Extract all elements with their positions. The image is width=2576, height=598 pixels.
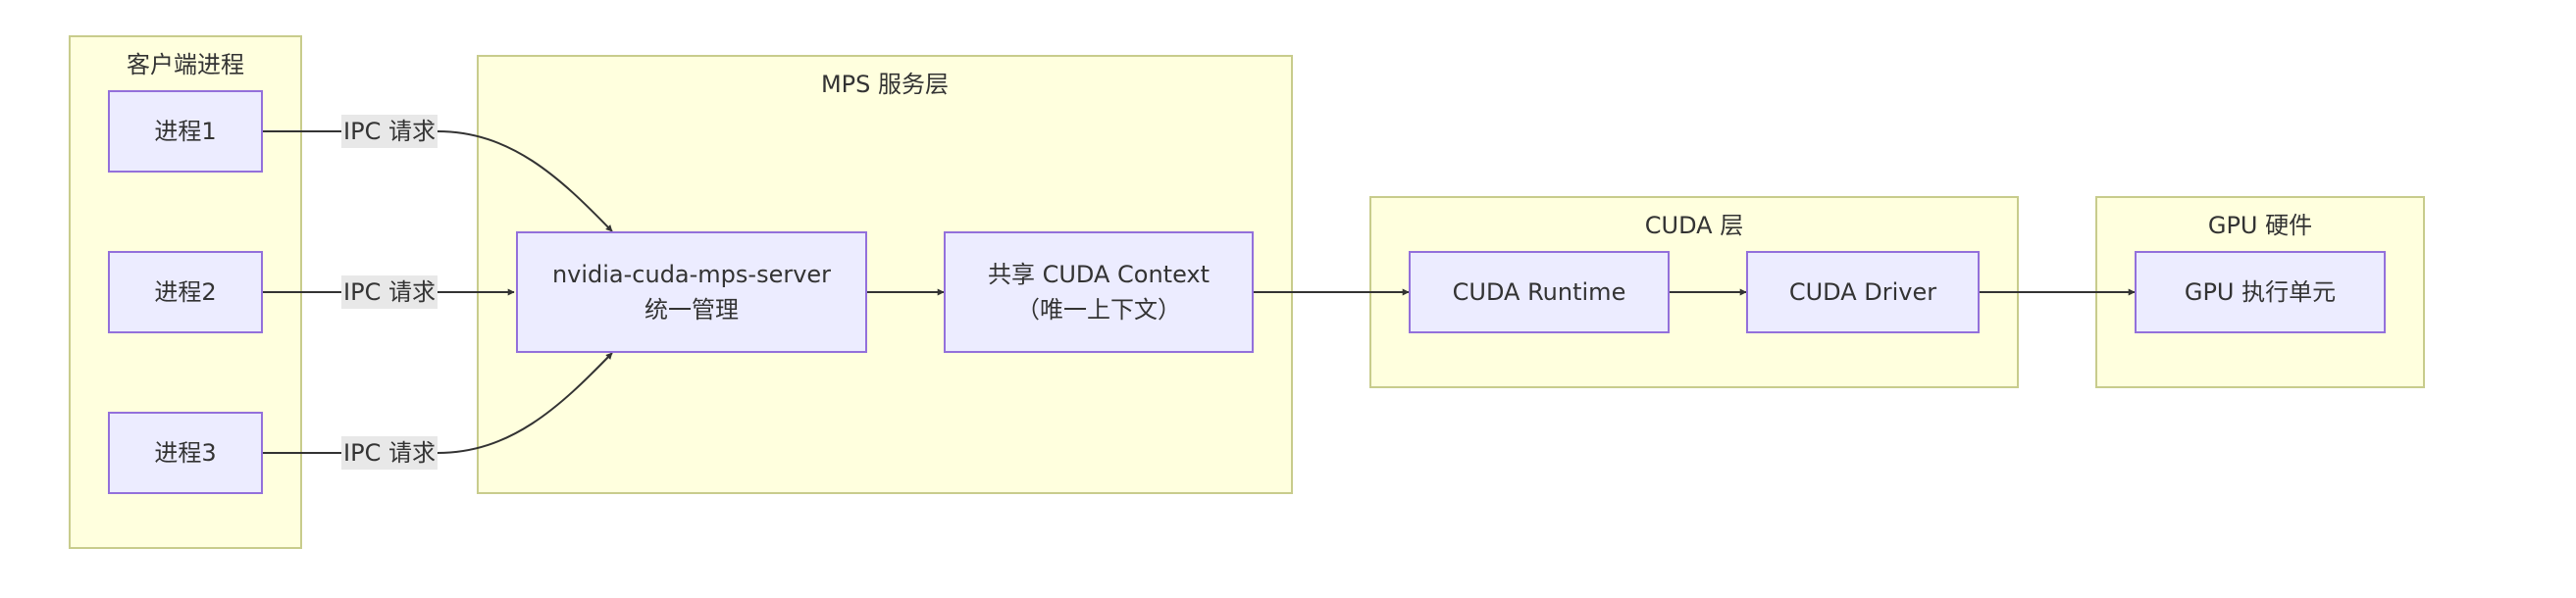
edge-label-ipc-request-2: IPC 请求	[341, 275, 438, 309]
edge-label-ipc-request-1: IPC 请求	[341, 115, 438, 148]
node-process-2[interactable]: 进程2	[108, 251, 263, 333]
node-cuda-runtime-label: CUDA Runtime	[1452, 278, 1626, 306]
node-shared-cuda-context-line1: 共享 CUDA Context	[987, 261, 1211, 288]
cluster-gpu-hardware-title: GPU 硬件	[2207, 212, 2313, 239]
node-cuda-runtime[interactable]: CUDA Runtime	[1409, 251, 1670, 333]
node-gpu-execution-units-label: GPU 执行单元	[2184, 278, 2337, 306]
node-mps-server-line2: 统一管理	[644, 296, 739, 324]
cluster-client-processes-title: 客户端进程	[127, 51, 244, 78]
cluster-mps-service-layer-title: MPS 服务层	[820, 71, 950, 98]
node-mps-server[interactable]: nvidia-cuda-mps-server 统一管理	[516, 231, 867, 353]
node-process-1[interactable]: 进程1	[108, 90, 263, 173]
cluster-cuda-layer-title: CUDA 层	[1644, 212, 1744, 239]
node-process-2-label: 进程2	[154, 278, 217, 306]
node-process-3[interactable]: 进程3	[108, 412, 263, 494]
edge-label-ipc-request-3: IPC 请求	[341, 436, 438, 470]
node-cuda-driver-label: CUDA Driver	[1788, 278, 1937, 306]
node-shared-cuda-context-line2: （唯一上下文）	[1016, 296, 1181, 324]
node-gpu-execution-units[interactable]: GPU 执行单元	[2135, 251, 2386, 333]
node-cuda-driver[interactable]: CUDA Driver	[1746, 251, 1980, 333]
edge-process3-to-mps-server	[263, 352, 613, 454]
node-process-1-label: 进程1	[154, 118, 217, 145]
node-mps-server-line1: nvidia-cuda-mps-server	[551, 261, 832, 288]
edge-process1-to-mps-server	[263, 130, 613, 232]
node-process-3-label: 进程3	[154, 439, 217, 467]
node-shared-cuda-context[interactable]: 共享 CUDA Context （唯一上下文）	[944, 231, 1254, 353]
